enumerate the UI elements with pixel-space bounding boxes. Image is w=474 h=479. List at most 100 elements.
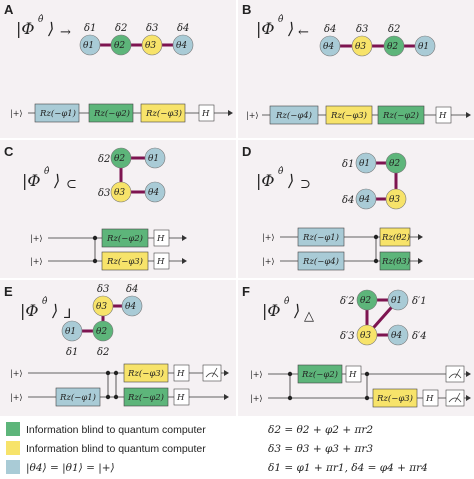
wire-arrow-icon — [182, 258, 187, 264]
control-dot — [105, 394, 111, 400]
control-dot — [113, 394, 119, 400]
gate-label: Rz(−φ2) — [106, 233, 143, 244]
gate-box — [345, 365, 362, 383]
delta-label: δ′1 — [412, 296, 427, 307]
delta-label: δ3 — [97, 284, 109, 295]
state-symbol: |Φ — [256, 19, 275, 38]
ket-plus: |+⟩ — [250, 370, 263, 379]
gate-box — [88, 103, 134, 123]
wire-arrow-icon — [466, 371, 471, 377]
state-D: |Φ θ̂ ⟩ ⊃ — [256, 166, 311, 192]
graph-node-green — [110, 34, 132, 56]
node-label: θ3 — [360, 331, 371, 341]
state-arrow-D: ⊃ — [300, 177, 311, 192]
state-B: |Φ θ̂ ⟩ ← — [256, 14, 309, 40]
control-dot — [92, 235, 98, 241]
gate-label: Rz(θ2) — [381, 232, 410, 243]
graph-node-yellow — [141, 34, 163, 56]
state-super: θ̂ — [44, 166, 50, 177]
gate-label: Rz(−φ2) — [127, 392, 164, 403]
gate-box — [269, 105, 319, 125]
legend-yellow-text: Information blind to quantum computer — [26, 443, 206, 455]
graph-node-yellow — [385, 188, 407, 210]
delta-label: δ3 — [356, 24, 368, 35]
ket-plus: |+⟩ — [30, 257, 43, 266]
graph-node-green — [92, 320, 114, 342]
node-label: θ4 — [125, 302, 136, 312]
gate-label: Rz(−φ2) — [301, 369, 338, 380]
node-label: θ2 — [387, 42, 398, 52]
graph-node-blue — [355, 188, 377, 210]
gate-box — [173, 364, 190, 382]
node-label: θ3 — [114, 188, 125, 198]
measure-icon — [445, 389, 465, 407]
wire-arrow-icon — [418, 258, 423, 264]
node-label: θ1 — [65, 327, 76, 337]
graph-node-blue — [144, 181, 166, 203]
gate-label: Rz(−φ3) — [145, 108, 182, 119]
gate-box — [372, 388, 418, 408]
graph-node-green — [383, 35, 405, 57]
gate-label: Rz(−φ3) — [330, 110, 367, 121]
measure-icon — [202, 364, 222, 382]
state-close: ⟩ — [287, 171, 294, 190]
state-E: |Φ θ̂ ⟩ ⅃ — [20, 296, 71, 322]
gate-label: Rz(−φ2) — [382, 110, 419, 121]
control-dot — [92, 258, 98, 264]
gate-box — [379, 251, 411, 271]
state-super: θ̂ — [42, 296, 48, 307]
panel-D: D |Φ θ̂ ⟩ ⊃ θ1 θ2 θ4 θ3 δ1 δ4 |+⟩ |+⟩ R — [242, 144, 423, 271]
node-label: θ3 — [96, 302, 107, 312]
delta-label: δ4 — [126, 284, 138, 295]
node-label: θ2 — [360, 296, 371, 306]
state-close: ⟩ — [53, 171, 60, 190]
graph-node-blue — [79, 34, 101, 56]
state-super: θ̂ — [284, 296, 290, 307]
gate-box — [173, 388, 190, 406]
gate-label: H — [438, 111, 447, 121]
node-label: θ2 — [96, 327, 107, 337]
delta-label: δ3 — [98, 188, 110, 199]
graph-node-yellow — [351, 35, 373, 57]
gate-label: H — [156, 234, 165, 244]
graph-node-yellow — [92, 295, 114, 317]
state-A: |Φ θ̂ ⟩ → — [16, 14, 71, 40]
gate-box — [297, 227, 345, 247]
gate-box — [101, 251, 149, 271]
ket-plus: |+⟩ — [10, 109, 23, 118]
graph-node-blue — [387, 324, 409, 346]
control-dot — [287, 371, 293, 377]
equation-delta3: δ3 = θ3 + φ3 + πr3 — [268, 443, 373, 455]
control-dot — [113, 370, 119, 376]
delta-label: δ2 — [388, 24, 400, 35]
wire-arrow-icon — [182, 235, 187, 241]
graph-node-blue — [387, 289, 409, 311]
graph-node-blue — [414, 35, 436, 57]
ket-plus: |+⟩ — [10, 369, 23, 378]
gate-box — [153, 252, 170, 270]
state-super: θ̂ — [278, 166, 284, 177]
node-label: θ4 — [176, 41, 187, 51]
delta-label: δ1 — [66, 347, 78, 358]
gate-label: Rz(−φ1) — [302, 232, 339, 243]
node-label: θ1 — [83, 41, 94, 51]
graph-node-blue — [319, 35, 341, 57]
state-arrow-E: ⅃ — [64, 307, 71, 322]
ket-plus: |+⟩ — [250, 394, 263, 403]
state-arrow-F: △ — [304, 309, 314, 324]
gate-label: Rz(−φ1) — [39, 108, 76, 119]
state-close: ⟩ — [47, 19, 54, 38]
graph-node-green — [356, 289, 378, 311]
node-label: θ2 — [389, 159, 400, 169]
gate-label: Rz(θ3) — [381, 256, 410, 267]
panel-E-bg — [0, 280, 236, 416]
node-label: θ4 — [148, 188, 159, 198]
panel-E: E |Φ θ̂ ⟩ ⅃ θ3 θ4 θ1 θ2 δ3 δ4 δ1 δ2 |+⟩ — [4, 284, 229, 407]
node-label: θ2 — [114, 41, 125, 51]
legend-swatch-green — [6, 422, 20, 436]
legend-swatch-yellow — [6, 441, 20, 455]
state-arrow-B: ← — [298, 25, 309, 40]
legend-blue-text: |θ4⟩ = |θ1⟩ = |+⟩ — [26, 462, 115, 475]
graph-node-green — [385, 152, 407, 174]
state-symbol: |Φ — [22, 171, 41, 190]
